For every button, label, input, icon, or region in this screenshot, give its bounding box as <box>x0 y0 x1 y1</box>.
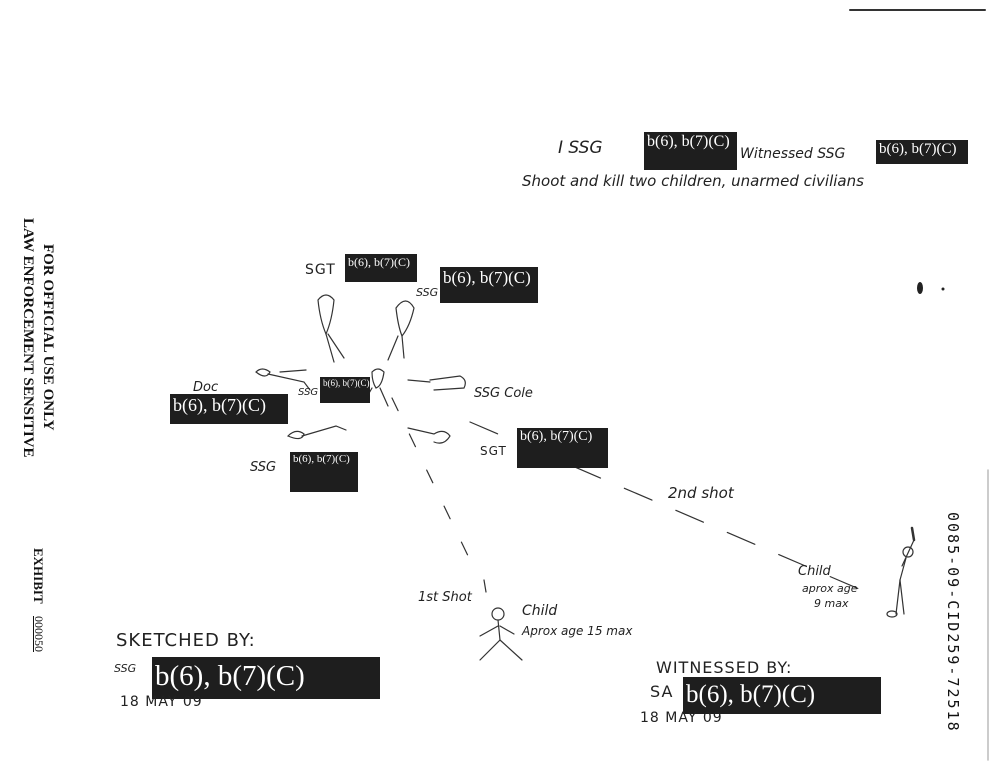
sketched-by-title: SKETCHED BY: <box>116 630 256 651</box>
label-doc: Doc <box>193 380 219 395</box>
redaction-statement-witness: b(6), b(7)(C) <box>644 132 737 170</box>
soldier-figure-prone-left <box>255 368 311 391</box>
redaction-ssg-top: b(6), b(7)(C) <box>440 267 538 303</box>
label-sgt-right: SGT <box>480 444 507 458</box>
sketched-by-date: 18 MAY 09 <box>120 694 203 710</box>
ink-spot <box>917 282 923 294</box>
stamp-exhibit-number: 000050 <box>32 616 46 652</box>
soldier-figure-1 <box>317 294 345 363</box>
stamp-exhibit-label: EXHIBIT <box>31 548 46 604</box>
soldier-figure-prone-lower-left <box>286 425 347 440</box>
sketched-by-rank: SSG <box>114 662 137 675</box>
label-first-shot: 1st Shot <box>418 590 472 605</box>
witnessed-by-title: WITNESSED BY: <box>656 658 793 677</box>
redaction-ssg-bottom: b(6), b(7)(C) <box>290 452 358 492</box>
child-figure-1 <box>479 607 523 661</box>
label-second-shot: 2nd shot <box>668 484 734 502</box>
witnessed-by-date: 18 MAY 09 <box>640 710 723 726</box>
child-figure-2 <box>886 526 916 618</box>
statement-prefix: I SSG <box>558 138 603 158</box>
first-shot-trajectory <box>391 397 471 561</box>
redaction-statement-subject: b(6), b(7)(C) <box>876 140 968 164</box>
redaction-doc: b(6), b(7)(C) <box>170 394 288 424</box>
redaction-witnessed-by: b(6), b(7)(C) <box>683 677 881 714</box>
label-child-2-age-1: aprox age <box>802 582 858 595</box>
soldier-figure-2 <box>387 300 415 361</box>
witnessed-by-rank: SA <box>650 682 674 701</box>
label-child-2: Child <box>798 564 831 579</box>
soldier-figure-prone-lower-right <box>407 427 451 444</box>
label-child-1-age: Aprox age 15 max <box>522 624 633 638</box>
label-ssg-center: SSG <box>298 387 319 398</box>
label-ssg-cole: SSG Cole <box>474 386 533 401</box>
statement-line-2: Shoot and kill two children, unarmed civ… <box>522 172 864 190</box>
redaction-sketched-by: b(6), b(7)(C) <box>152 657 380 699</box>
stamp-law-enforcement: LAW ENFORCEMENT SENSITIVE <box>20 218 36 458</box>
case-number: 0085-09-CID259-72518 <box>944 512 962 733</box>
label-ssg-top: SSG <box>416 286 439 299</box>
redaction-sgt-right: b(6), b(7)(C) <box>517 428 608 468</box>
soldier-figure-prone-right <box>407 375 466 391</box>
label-ssg-bottom: SSG <box>250 460 277 475</box>
label-child-2-age-2: 9 max <box>814 597 849 610</box>
label-sgt-top: SGT <box>305 262 336 278</box>
stamp-official-use: FOR OFFICIAL USE ONLY <box>40 244 56 431</box>
redaction-sgt-top: b(6), b(7)(C) <box>345 254 417 282</box>
statement-witnessed: Witnessed SSG <box>740 146 846 162</box>
redaction-ssg-center: b(6), b(7)(C) <box>320 377 370 403</box>
label-child-1: Child <box>522 603 558 619</box>
